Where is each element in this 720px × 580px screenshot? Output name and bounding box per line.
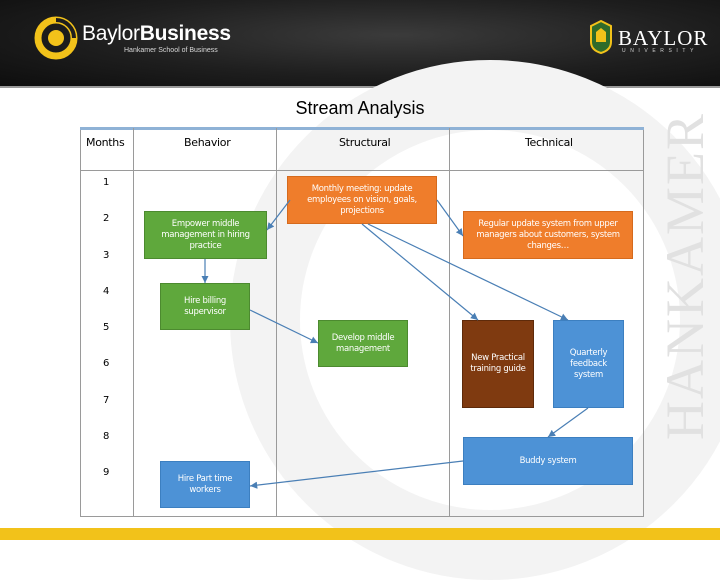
column-divider <box>133 128 134 516</box>
month-label: 1 <box>103 177 110 188</box>
header-divider <box>0 86 720 88</box>
box-empower-middle-management: Empower middle management in hiring prac… <box>144 211 267 259</box>
column-divider <box>276 128 277 516</box>
box-develop-middle-management: Develop middle management <box>318 320 408 367</box>
header-months: Months <box>86 136 125 149</box>
month-label: 4 <box>103 286 110 297</box>
university-name: BAYLOR <box>618 26 709 50</box>
box-new-practical-training-guide: New Practical training guide <box>462 320 534 408</box>
brand-title: BaylorBusiness <box>82 22 231 46</box>
month-label: 8 <box>103 431 110 442</box>
month-label: 6 <box>103 358 110 369</box>
watermark-text: HANKAMER <box>655 111 715 440</box>
baylor-seal-icon <box>590 20 612 54</box>
month-label: 3 <box>103 250 110 261</box>
month-label: 9 <box>103 467 110 478</box>
header-structural: Structural <box>339 136 391 149</box>
box-monthly-meeting: Monthly meeting: update employees on vis… <box>287 176 437 224</box>
header-behavior: Behavior <box>184 136 231 149</box>
column-divider <box>449 128 450 516</box>
brand-part1: Baylor <box>82 22 140 45</box>
month-label: 2 <box>103 213 110 224</box>
box-buddy-system: Buddy system <box>463 437 633 485</box>
brand-subtitle: Hankamer School of Business <box>124 47 218 54</box>
header-technical: Technical <box>525 136 573 149</box>
box-hire-billing-supervisor: Hire billing supervisor <box>160 283 250 330</box>
header-row-divider <box>80 170 644 171</box>
box-hire-part-time-workers: Hire Part time workers <box>160 461 250 508</box>
baylor-business-logo-icon <box>34 16 78 60</box>
brand-part2: Business <box>139 22 231 45</box>
table-top-accent <box>80 127 644 130</box>
footer-gold-bar <box>0 528 720 540</box>
slide-title: Stream Analysis <box>295 98 425 118</box>
box-regular-update-system: Regular update system from upper manager… <box>463 211 633 259</box>
university-subtitle: UNIVERSITY <box>622 48 699 54</box>
month-label: 5 <box>103 322 110 333</box>
month-label: 7 <box>103 395 110 406</box>
box-quarterly-feedback-system: Quarterly feedback system <box>553 320 624 408</box>
